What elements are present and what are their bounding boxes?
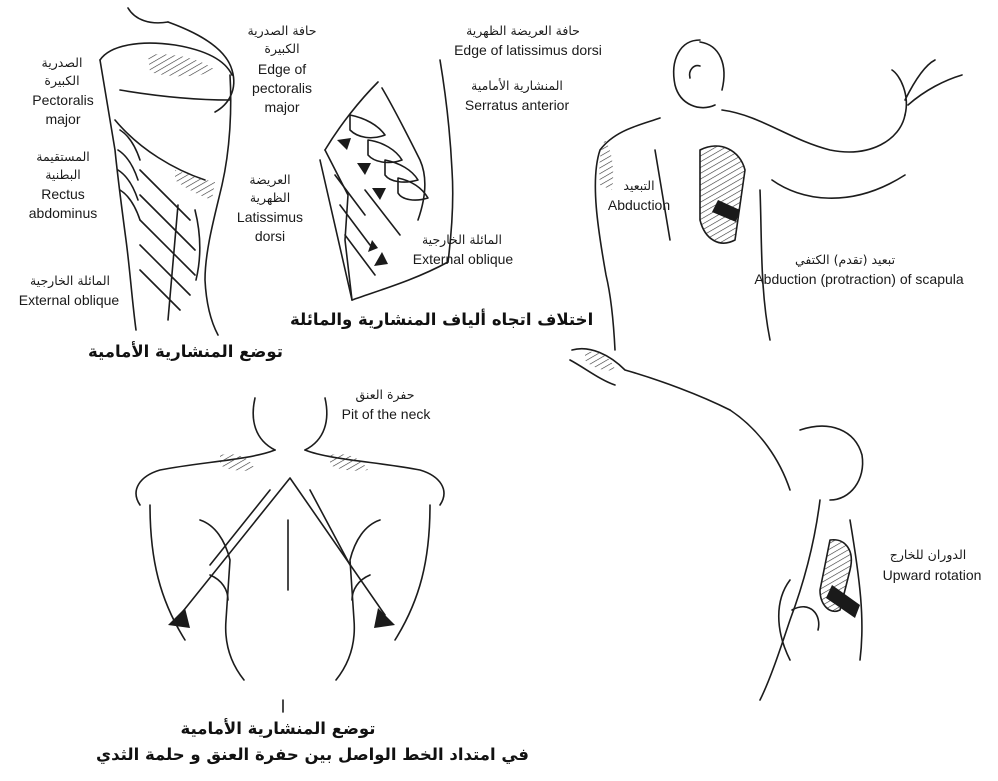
serratus-label-ar: المنشارية الأمامية xyxy=(452,77,582,94)
abduction-label-en: Abduction xyxy=(596,196,682,214)
latissimus-label-ar-1: العريضة xyxy=(232,171,308,188)
latissimus-label-en-1: Latissimus xyxy=(228,208,312,226)
rectus-label-ar-1: المستقيمة xyxy=(18,148,108,165)
edge-lat-label-ar: حافة العريضة الظهرية xyxy=(448,22,598,39)
edge-pect-label-ar-1: حافة الصدرية xyxy=(242,22,322,39)
pectoralis-label-en-1: Pectoralis xyxy=(20,91,106,109)
side-rotation-drawing xyxy=(570,349,863,700)
rectus-label-ar-2: البطنية xyxy=(18,166,108,183)
oblique2-label-ar: المائلة الخارجية xyxy=(402,231,522,248)
chest-front-drawing xyxy=(136,398,444,712)
edge-pect-label-en-2: pectoralis xyxy=(244,79,320,97)
caption-fiber-direction: اختلاف اتجاه ألياف المنشارية والمائلة xyxy=(290,310,580,329)
rectus-label-en-2: abdominus xyxy=(14,204,112,222)
latissimus-label-ar-2: الظهرية xyxy=(232,189,308,206)
pectoralis-label-ar-1: الصدرية xyxy=(22,54,102,71)
abduction-label-ar: التبعيد xyxy=(604,177,674,194)
caption-serratus-placement-2: توضع المنشارية الأمامية xyxy=(168,719,388,738)
caption-neck-nipple-line: في امتداد الخط الواصل بين حفرة العنق و ح… xyxy=(96,745,456,764)
pectoralis-label-ar-2: الكبيرة xyxy=(22,72,102,89)
edge-pect-label-en-1: Edge of xyxy=(244,60,320,78)
edge-pect-label-ar-2: الكبيرة xyxy=(242,40,322,57)
back-abduction-drawing xyxy=(595,40,962,350)
caption-serratus-placement: توضع المنشارية الأمامية xyxy=(88,342,258,361)
rectus-label-en-1: Rectus xyxy=(18,185,108,203)
serratus-label-en: Serratus anterior xyxy=(446,96,588,114)
rotation-label-en: Upward rotation xyxy=(876,566,988,584)
rotation-label-ar: الدوران للخارج xyxy=(876,546,980,563)
protraction-label-en: Abduction (protraction) of scapula xyxy=(734,270,984,288)
edge-pect-label-en-3: major xyxy=(244,98,320,116)
oblique-label-ar: المائلة الخارجية xyxy=(10,272,130,289)
oblique-label-en: External oblique xyxy=(4,291,134,309)
pectoralis-label-en-2: major xyxy=(20,110,106,128)
edge-lat-label-en: Edge of latissimus dorsi xyxy=(438,41,618,59)
protraction-label-ar: تبعيد (تقدم) الكتفي xyxy=(780,251,910,268)
pit-of-neck-label-en: Pit of the neck xyxy=(326,405,446,423)
pit-of-neck-label-ar: حفرة العنق xyxy=(340,386,430,403)
latissimus-label-en-2: dorsi xyxy=(228,227,312,245)
oblique2-label-en: External oblique xyxy=(398,250,528,268)
